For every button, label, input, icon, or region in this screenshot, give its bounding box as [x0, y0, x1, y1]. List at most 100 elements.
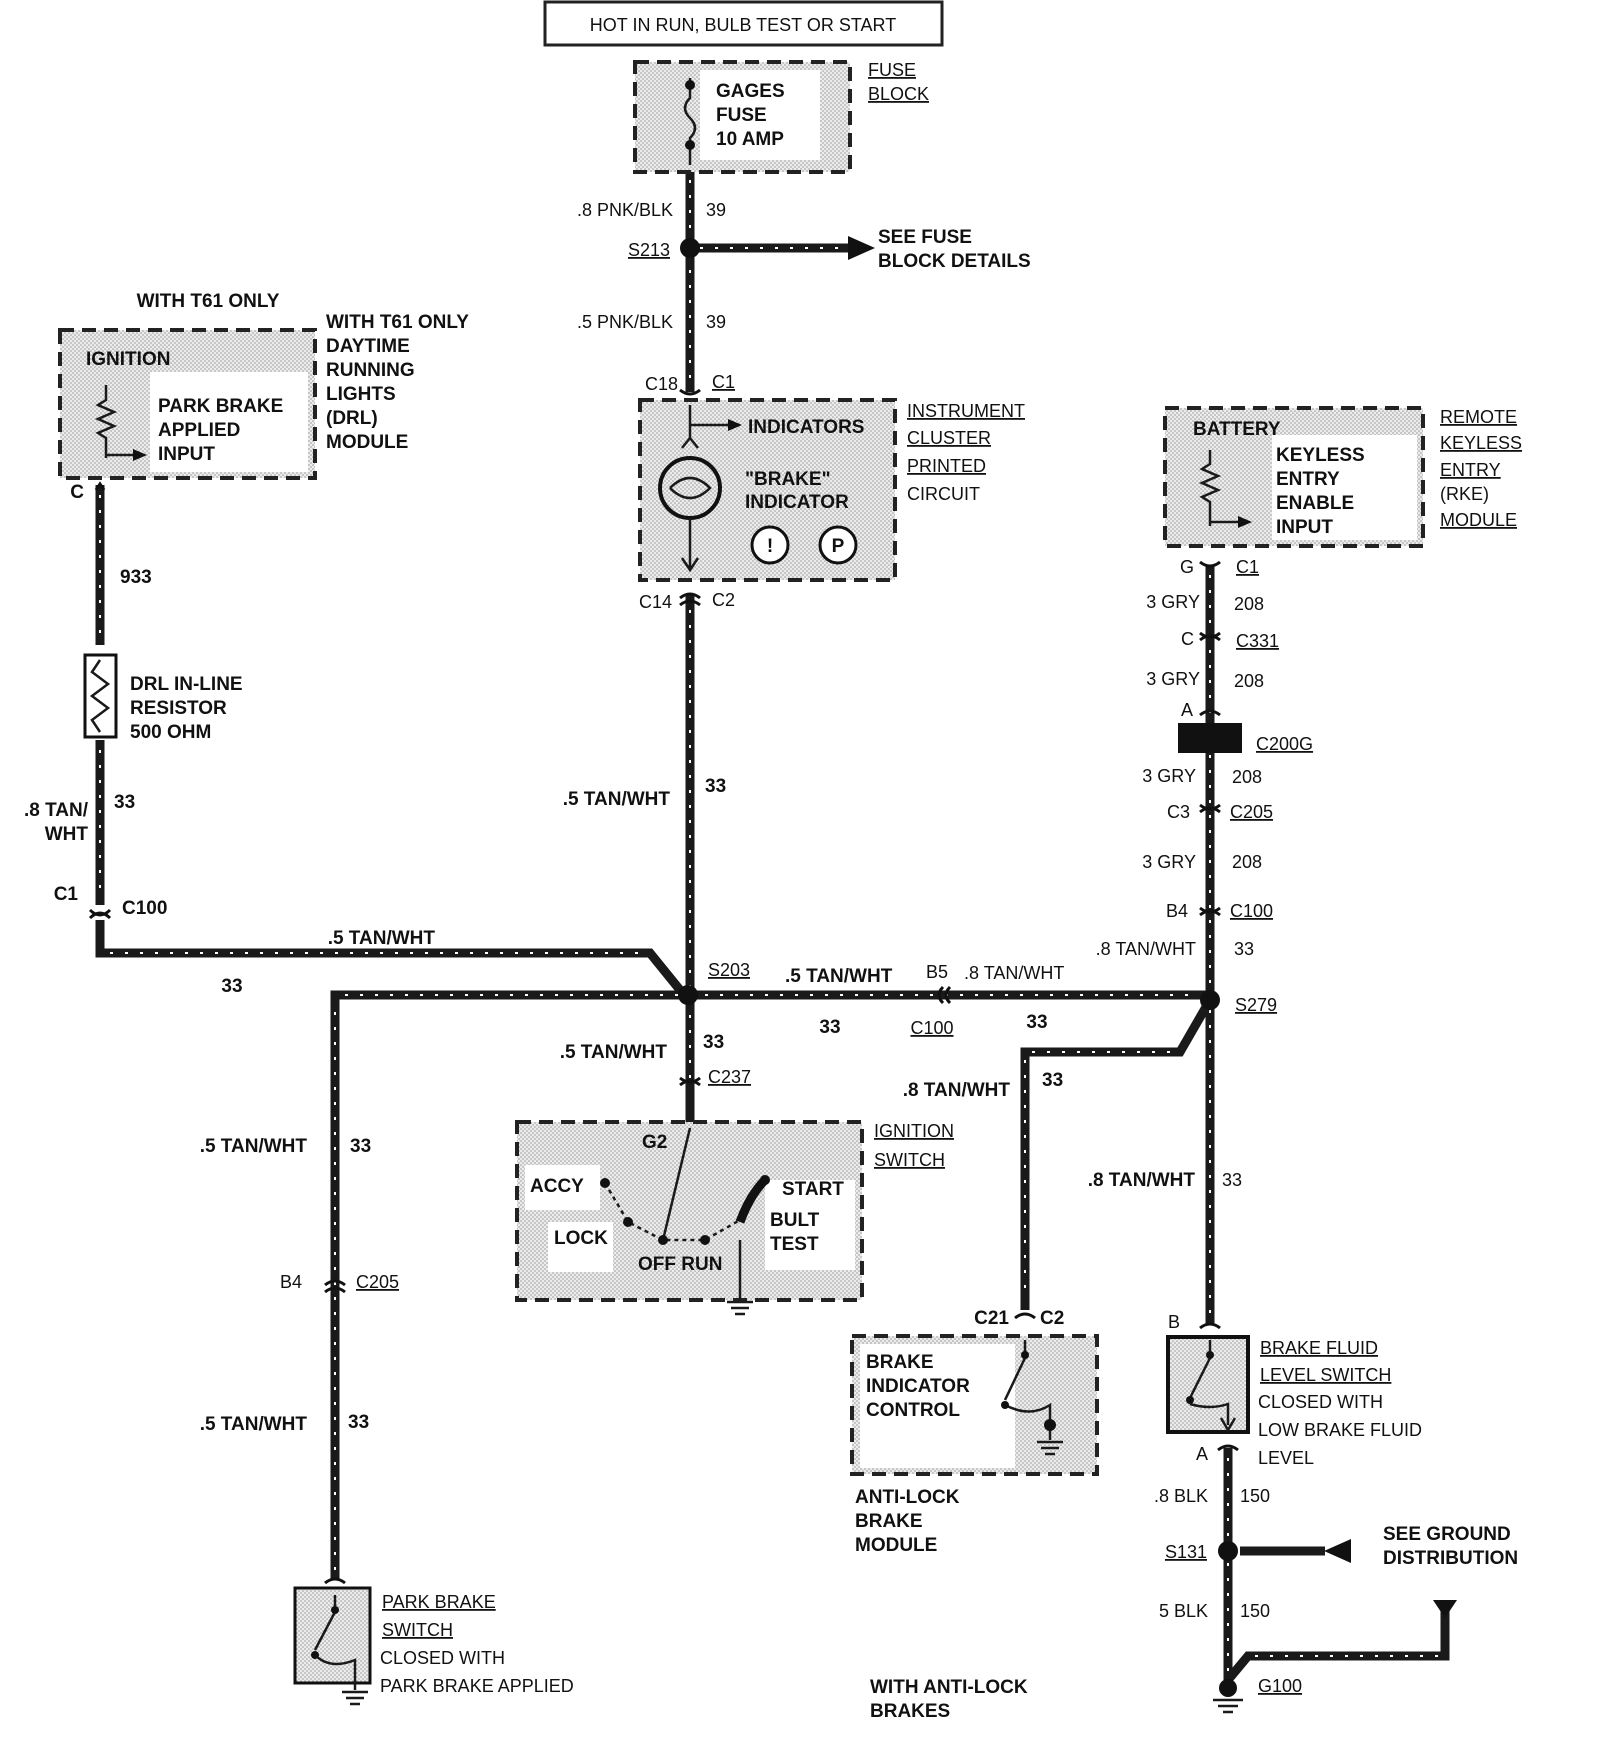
- drl-label-4: LIGHTS: [326, 384, 396, 405]
- drl-label-6: MODULE: [326, 432, 408, 453]
- rke-row-0-right: C1: [1236, 557, 1259, 577]
- ignition-bulb-test-1: BULT: [770, 1210, 820, 1231]
- fluid-label-2: LEVEL SWITCH: [1260, 1365, 1391, 1385]
- circuit-39-a: 39: [706, 200, 726, 220]
- with-abs-1: WITH ANTI-LOCK: [870, 1677, 1028, 1698]
- conn-b5: B5: [926, 962, 948, 982]
- rke-label-1: REMOTE: [1440, 407, 1517, 427]
- wire-33-drl-horizontal: [95, 920, 684, 993]
- drl-c100: C100: [122, 898, 167, 919]
- header-text: HOT IN RUN, BULB TEST OR START: [590, 15, 896, 35]
- connector-c100-rke-icon: [1199, 906, 1221, 917]
- splice-s203: [678, 985, 698, 1005]
- rke-input-1: KEYLESS: [1276, 445, 1365, 466]
- connectors: [88, 388, 1239, 1585]
- splice-label-s213: S213: [628, 240, 670, 260]
- resistor-line-3: 500 OHM: [130, 722, 211, 743]
- connector-c205-rke-icon: [1199, 803, 1221, 814]
- wire-33-abs: [1020, 997, 1214, 1310]
- splice-label-s203: S203: [708, 960, 750, 980]
- circuit-933: 933: [120, 567, 152, 588]
- wires: [95, 170, 1457, 1685]
- fuse-block-label-1: FUSE: [868, 60, 916, 80]
- connector-b-icon: [1199, 1322, 1221, 1330]
- cluster-label-3: PRINTED: [907, 456, 986, 476]
- conn-c18: C18: [645, 374, 678, 394]
- fluid-desc-2: LOW BRAKE FLUID: [1258, 1420, 1422, 1440]
- ground-g100-label: G100: [1258, 1676, 1302, 1696]
- drl-ignition: IGNITION: [86, 349, 170, 370]
- rke-label-5: MODULE: [1440, 510, 1517, 530]
- conn-c237: C237: [708, 1067, 751, 1087]
- connector-c205-icon: [324, 1279, 346, 1294]
- abs-control-2: INDICATOR: [866, 1376, 970, 1397]
- wire-label-5pnkblk: .5 PNK/BLK: [577, 312, 673, 332]
- ignition-ground-icon: [727, 1240, 753, 1316]
- drl-wire-label-1: .8 TAN/: [24, 800, 89, 821]
- rke-input-4: INPUT: [1276, 517, 1333, 538]
- conn-c1: C1: [712, 372, 735, 392]
- rke-input-3: ENABLE: [1276, 493, 1354, 514]
- fluid-wire-8blk: .8 BLK: [1154, 1486, 1208, 1506]
- conn-c2: C2: [712, 590, 735, 610]
- connector-g-c1-icon: [1199, 560, 1221, 568]
- drl-label-5: (DRL): [326, 408, 378, 429]
- abs-c21: C21: [974, 1308, 1009, 1329]
- ignition-label-1: IGNITION: [874, 1121, 954, 1141]
- splice-s131: [1218, 1541, 1238, 1561]
- header-box: [543, 0, 944, 47]
- rke-row-8-left: 3 GRY: [1142, 852, 1196, 872]
- see-fuse-line-1: SEE FUSE: [878, 227, 972, 248]
- resistor-line-1: DRL IN-LINE: [130, 674, 243, 695]
- drl-label-2: DAYTIME: [326, 336, 410, 357]
- connector-fluid-a-icon: [1217, 1444, 1239, 1452]
- abs-wire-label: .8 TAN/WHT: [903, 1080, 1011, 1101]
- connector-c237-icon: [679, 1076, 701, 1087]
- wire-label-8pnkblk: .8 PNK/BLK: [577, 200, 673, 220]
- rke-label-4: (RKE): [1440, 484, 1489, 504]
- rke-row-3-left: 3 GRY: [1146, 669, 1200, 689]
- rke-label-3: ENTRY: [1440, 460, 1501, 480]
- abs-branch-circuit: 33: [1026, 1012, 1047, 1033]
- down-circuit: 33: [703, 1032, 724, 1053]
- center-wire-label: .5 TAN/WHT: [563, 789, 671, 810]
- rke-row-1-left: 3 GRY: [1146, 592, 1200, 612]
- splice-s279: [1200, 990, 1220, 1010]
- drl-resistor-icon: [94, 385, 135, 458]
- wire-33-bus: [330, 990, 1210, 1580]
- rke-row-6-right: 208: [1232, 767, 1262, 787]
- connector-c100-drl-icon: [88, 908, 112, 920]
- drl-label-3: RUNNING: [326, 360, 415, 381]
- park-desc-2: PARK BRAKE APPLIED: [380, 1676, 574, 1696]
- conn-c100-bus: C100: [910, 1018, 953, 1038]
- fluid-wire-label: .8 TAN/WHT: [1088, 1170, 1196, 1191]
- connector-c18-icon: [679, 388, 701, 396]
- ignition-bulb-test-2: TEST: [770, 1234, 819, 1255]
- drl-horizontal-circuit: 33: [221, 976, 242, 997]
- rke-row-0-left: G: [1180, 557, 1194, 577]
- conn-c14: C14: [639, 592, 672, 612]
- park-circuit-2: 33: [348, 1412, 369, 1433]
- splice-label-s279: S279: [1235, 995, 1277, 1015]
- right-bus-wire-label: .5 TAN/WHT: [785, 966, 893, 987]
- cluster-label-4: CIRCUIT: [907, 484, 980, 504]
- drl-horizontal-wire-label: .5 TAN/WHT: [328, 928, 436, 949]
- rke-row-5-right: C200G: [1256, 734, 1313, 754]
- abs-control-3: CONTROL: [866, 1400, 960, 1421]
- fluid-circuit: 33: [1222, 1170, 1242, 1190]
- connector-c21-icon: [1014, 1312, 1036, 1320]
- park-brake-switch: [293, 1586, 372, 1685]
- connector-drl-c-icon: [94, 481, 106, 491]
- ignition-label-2: SWITCH: [874, 1150, 945, 1170]
- abs-module-label-3: MODULE: [855, 1535, 937, 1556]
- park-wire-label-1: .5 TAN/WHT: [200, 1136, 308, 1157]
- park-label-1: PARK BRAKE: [382, 1592, 496, 1612]
- see-ground-1: SEE GROUND: [1383, 1524, 1511, 1545]
- park-symbol-text: P: [832, 536, 845, 557]
- fluid-desc-3: LEVEL: [1258, 1448, 1314, 1468]
- abs-c2: C2: [1040, 1308, 1064, 1329]
- rke-row-7-left: C3: [1167, 802, 1190, 822]
- see-fuse-line-2: BLOCK DETAILS: [878, 251, 1031, 272]
- connector-c200g-icon: [1178, 723, 1242, 753]
- park-circuit-1: 33: [350, 1136, 371, 1157]
